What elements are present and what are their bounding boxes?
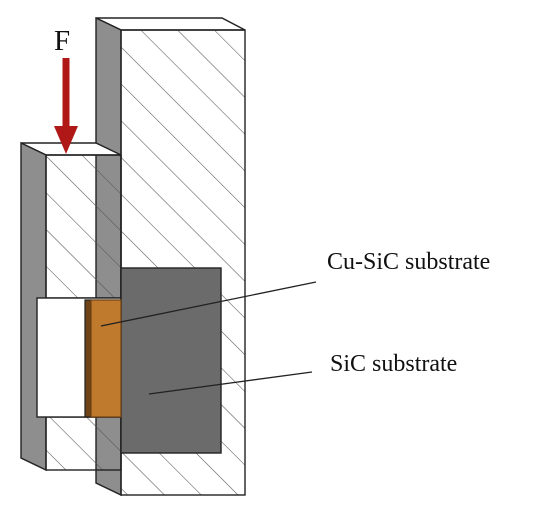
sic-substrate-label: SiC substrate [330, 351, 457, 377]
cu-sic-leader-line [100, 281, 317, 327]
force-label: F [54, 25, 70, 57]
sic-substrate-block [120, 267, 222, 454]
force-arrow [54, 58, 78, 154]
sic-leader-line [148, 371, 313, 395]
cu-sic-substrate-block [84, 299, 122, 418]
cu-sic-substrate-label: Cu-SiC substrate [327, 249, 490, 275]
